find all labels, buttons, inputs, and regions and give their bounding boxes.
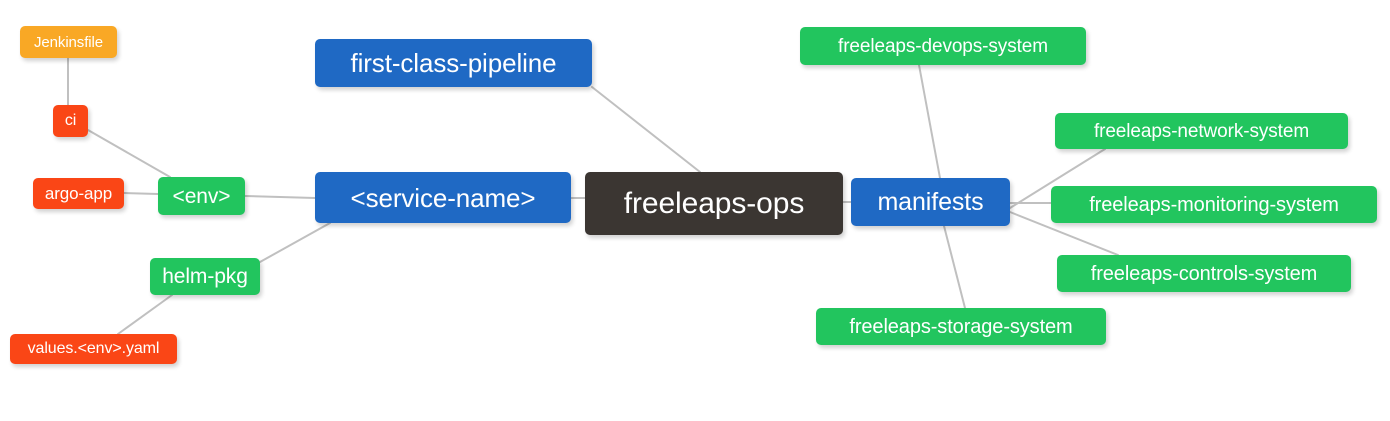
node-helm[interactable]: helm-pkg xyxy=(150,258,260,295)
edge-env-to-ci xyxy=(87,129,171,178)
node-root[interactable]: freeleaps-ops xyxy=(585,172,843,235)
edge-manifests-to-devops xyxy=(918,64,941,179)
edge-service-to-helm xyxy=(259,222,331,263)
node-argo[interactable]: argo-app xyxy=(33,178,124,209)
node-storage[interactable]: freeleaps-storage-system xyxy=(816,308,1106,345)
node-ci[interactable]: ci xyxy=(53,105,88,137)
edge-helm-to-values xyxy=(117,294,173,335)
node-devops[interactable]: freeleaps-devops-system xyxy=(800,27,1086,65)
node-jenkins[interactable]: Jenkinsfile xyxy=(20,26,117,58)
edge-manifests-to-storage xyxy=(943,225,966,309)
node-pipeline[interactable]: first-class-pipeline xyxy=(315,39,592,87)
node-controls[interactable]: freeleaps-controls-system xyxy=(1057,255,1351,292)
edge-service-to-env xyxy=(244,195,316,199)
node-monitoring[interactable]: freeleaps-monitoring-system xyxy=(1051,186,1377,223)
edge-env-to-argo xyxy=(123,192,159,195)
node-network[interactable]: freeleaps-network-system xyxy=(1055,113,1348,149)
edge-root-to-pipeline xyxy=(591,86,701,173)
node-service[interactable]: <service-name> xyxy=(315,172,571,223)
node-env[interactable]: <env> xyxy=(158,177,245,215)
node-manifests[interactable]: manifests xyxy=(851,178,1010,226)
node-values[interactable]: values.<env>.yaml xyxy=(10,334,177,364)
